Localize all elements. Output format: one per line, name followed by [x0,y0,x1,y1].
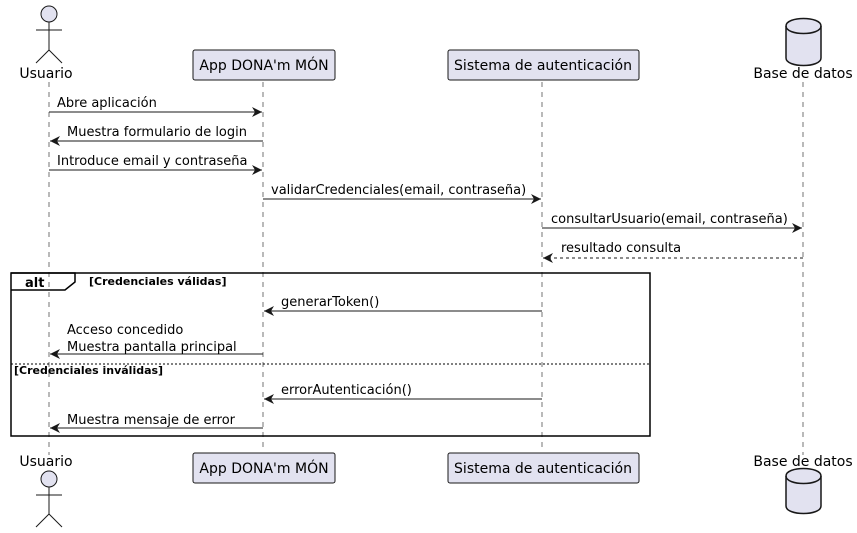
message-label: Muestra mensaje de error [67,413,236,428]
alt-fragment-tab [11,272,76,291]
message-1: Muestra formulario de login [50,125,263,146]
database-icon-rim [785,475,822,485]
message-label: Muestra formulario de login [67,125,247,140]
participant-label-usuario: Usuario [19,454,72,470]
actor-usuario-bottom: Usuario [19,454,73,528]
participants-top: Usuario App DONA'm MÓN Sistema de autent… [19,5,853,82]
message-9: Muestra mensaje de error [50,413,263,433]
alt-fragment-frame [10,272,651,437]
participant-app-bottom: App DONA'm MÓN [192,452,336,484]
alt-keyword: alt [25,276,44,291]
message-label: errorAutenticación() [281,383,412,398]
participant-auth-top: Sistema de autenticación [447,49,640,81]
database-icon [785,467,822,515]
actor-usuario-top: Usuario [19,5,73,82]
actor-head [40,470,58,488]
database-db-top: Base de datos [753,17,853,82]
participants-bottom: Usuario App DONA'm MÓN Sistema de autent… [19,452,853,528]
message-4: consultarUsuario(email, contraseña) [542,212,802,233]
message-label: consultarUsuario(email, contraseña) [551,212,788,227]
alt-fragment: alt [Credenciales válidas] [Credenciales… [10,272,651,437]
actor-leg-left [35,49,50,64]
message-label: Abre aplicación [57,96,157,111]
participant-app-top: App DONA'm MÓN [192,49,336,81]
alt-guard-primary: [Credenciales válidas] [89,275,226,288]
message-label: resultado consulta [561,241,681,256]
participant-label-auth: Sistema de autenticación [454,461,632,477]
participant-label-app: App DONA'm MÓN [199,56,328,74]
lifelines [48,82,804,455]
participant-label-db: Base de datos [753,66,852,82]
participant-label-app: App DONA'm MÓN [199,459,328,477]
message-3: validarCredenciales(email, contraseña) [263,183,541,204]
actor-leg-right [48,513,63,528]
message-label-line-2: Muestra pantalla principal [67,340,237,355]
message-5: resultado consulta [543,241,803,263]
message-label: validarCredenciales(email, contraseña) [271,183,526,198]
actor-leg-left [35,513,50,528]
participant-box [192,49,336,81]
message-label: generarToken() [281,295,379,310]
alt-guard-else: [Credenciales inválidas] [14,364,163,377]
message-2: Introduce email y contraseña [49,154,262,175]
message-0: Abre aplicación [49,96,262,117]
messages: Abre aplicación Muestra formulario de lo… [49,96,803,433]
participant-box [192,452,336,484]
database-db-bottom: Base de datos [753,454,853,515]
actor-head [40,5,58,23]
message-7: Acceso concedido Muestra pantalla princi… [50,323,263,359]
participant-label-db: Base de datos [753,454,852,470]
participant-box [447,452,640,484]
actor-leg-right [48,49,63,64]
database-icon-rim [785,25,822,35]
participant-box [447,49,640,81]
database-icon [785,17,822,67]
message-label-line-1: Acceso concedido [67,323,183,338]
message-6: generarToken() [264,295,542,316]
message-label: Introduce email y contraseña [57,154,248,169]
message-8: errorAutenticación() [264,383,542,404]
participant-label-auth: Sistema de autenticación [454,58,632,74]
participant-auth-bottom: Sistema de autenticación [447,452,640,484]
participant-label-usuario: Usuario [19,66,72,82]
